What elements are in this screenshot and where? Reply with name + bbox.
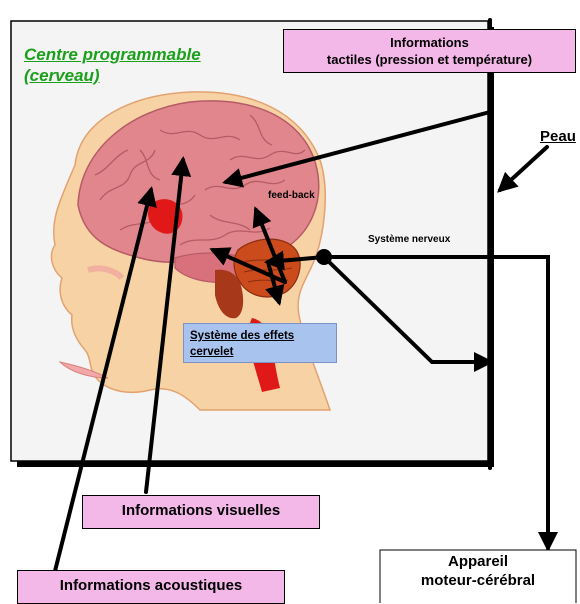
title-line2: (cerveau)	[24, 65, 201, 86]
effects-system-label: Système des effets cervelet	[183, 323, 337, 363]
nervous-system-label: Système nerveux	[368, 234, 450, 245]
effects-line1: Système des effets	[190, 328, 330, 344]
tactile-line1: Informations	[284, 34, 575, 51]
title-line1: Centre programmable	[24, 44, 201, 65]
title-centre-programmable: Centre programmable (cerveau)	[24, 44, 201, 86]
tactile-info-label: Informations tactiles (pression et tempé…	[283, 29, 576, 73]
acoustic-info-label: Informations acoustiques	[17, 570, 285, 604]
nerve-node	[316, 249, 332, 265]
visual-info-label: Informations visuelles	[82, 495, 320, 529]
tactile-line2: tactiles (pression et température)	[284, 51, 575, 68]
motor-line2: moteur-cérébral	[380, 571, 576, 590]
motor-apparatus-label: Appareil moteur-cérébral	[380, 552, 576, 590]
skin-label: Peau	[540, 128, 576, 145]
feedback-label: feed-back	[268, 190, 315, 201]
motor-line1: Appareil	[380, 552, 576, 571]
effects-line2: cervelet	[190, 344, 330, 360]
